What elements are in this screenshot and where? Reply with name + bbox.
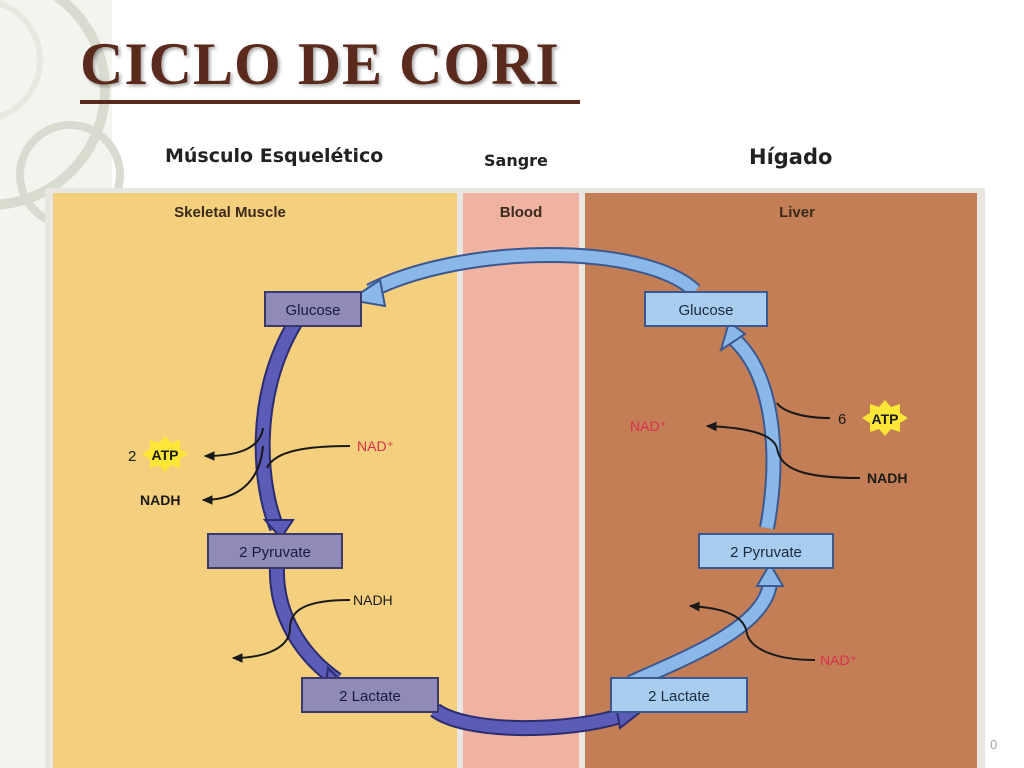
liver-nadh-regenerated-arrow <box>688 601 748 635</box>
glycolysis-arrowhead <box>262 519 295 540</box>
muscle-atp-star <box>142 436 188 472</box>
label-sangre: Sangre <box>484 151 548 170</box>
liver-nadh-in-arrow <box>776 447 861 479</box>
liver-atp-in-arrow <box>776 402 831 419</box>
blood-panel <box>463 193 579 768</box>
muscle-glucose-label: Glucose <box>285 302 340 319</box>
muscle-nadh-in-arrow <box>289 599 351 629</box>
muscle-atp-out-arrow <box>203 427 264 461</box>
muscle-lactate-label: 2 Lactate <box>339 688 401 705</box>
page-number: 0 <box>990 737 998 752</box>
muscle-nad-in-label: NAD⁺ <box>357 438 394 454</box>
muscle-nadh-out-arrow <box>201 445 264 505</box>
liver-nad-in-arrow <box>746 633 816 661</box>
muscle-pyruvate-label: 2 Pyruvate <box>239 544 311 561</box>
liver-lactate-box <box>610 677 748 713</box>
muscle-pyruvate-box <box>207 533 343 569</box>
muscle-atp-count: 2 <box>128 448 136 465</box>
gluconeogenesis-arrow <box>730 335 780 530</box>
muscle-atp-label: ATP <box>152 447 179 463</box>
liver-atp-label: ATP <box>872 411 899 427</box>
lactate-transport-arrow <box>431 704 622 735</box>
label-musculo-esqueletico: Músculo Esquelético <box>165 145 384 167</box>
liver-nad-out-label: NAD⁺ <box>630 418 667 434</box>
slide-title: CICLO DE CORI <box>80 31 560 97</box>
header-skeletal-muscle: Skeletal Muscle <box>174 204 286 221</box>
title-underline <box>80 100 580 104</box>
liver-lactate-to-pyruvate-arrow <box>627 581 776 689</box>
muscle-nad-in-arrow <box>266 445 351 469</box>
muscle-nad-regenerated-arrow <box>231 627 291 663</box>
liver-lactate-label: 2 Lactate <box>648 688 710 705</box>
gluconeogenesis-arrowhead <box>719 320 747 353</box>
liver-glucose-label: Glucose <box>678 302 733 319</box>
muscle-nadh-in-label: NADH <box>353 592 393 608</box>
header-liver: Liver <box>779 204 815 221</box>
header-blood: Blood <box>500 204 543 221</box>
glucose-transport-arrow <box>367 249 700 297</box>
liver-nadh-in-label: NADH <box>867 470 907 486</box>
muscle-nadh-out-label: NADH <box>140 492 180 508</box>
cori-cycle-diagram: Skeletal Muscle Blood Liver Glucose 2 Py… <box>45 188 985 768</box>
label-higado: Hígado <box>749 145 833 169</box>
glycolysis-arrow <box>256 319 301 531</box>
liver-pyruvate-arrowhead <box>755 562 785 587</box>
muscle-glucose-box <box>264 291 362 327</box>
liver-nad-out-arrow <box>705 421 778 449</box>
liver-atp-count: 6 <box>838 411 846 428</box>
liver-pyruvate-box <box>698 533 834 569</box>
liver-glucose-box <box>644 291 768 327</box>
muscle-lactate-box <box>301 677 439 713</box>
liver-atp-star <box>862 400 908 436</box>
liver-nad-in-label: NAD⁺ <box>820 652 857 668</box>
liver-pyruvate-label: 2 Pyruvate <box>730 544 802 561</box>
